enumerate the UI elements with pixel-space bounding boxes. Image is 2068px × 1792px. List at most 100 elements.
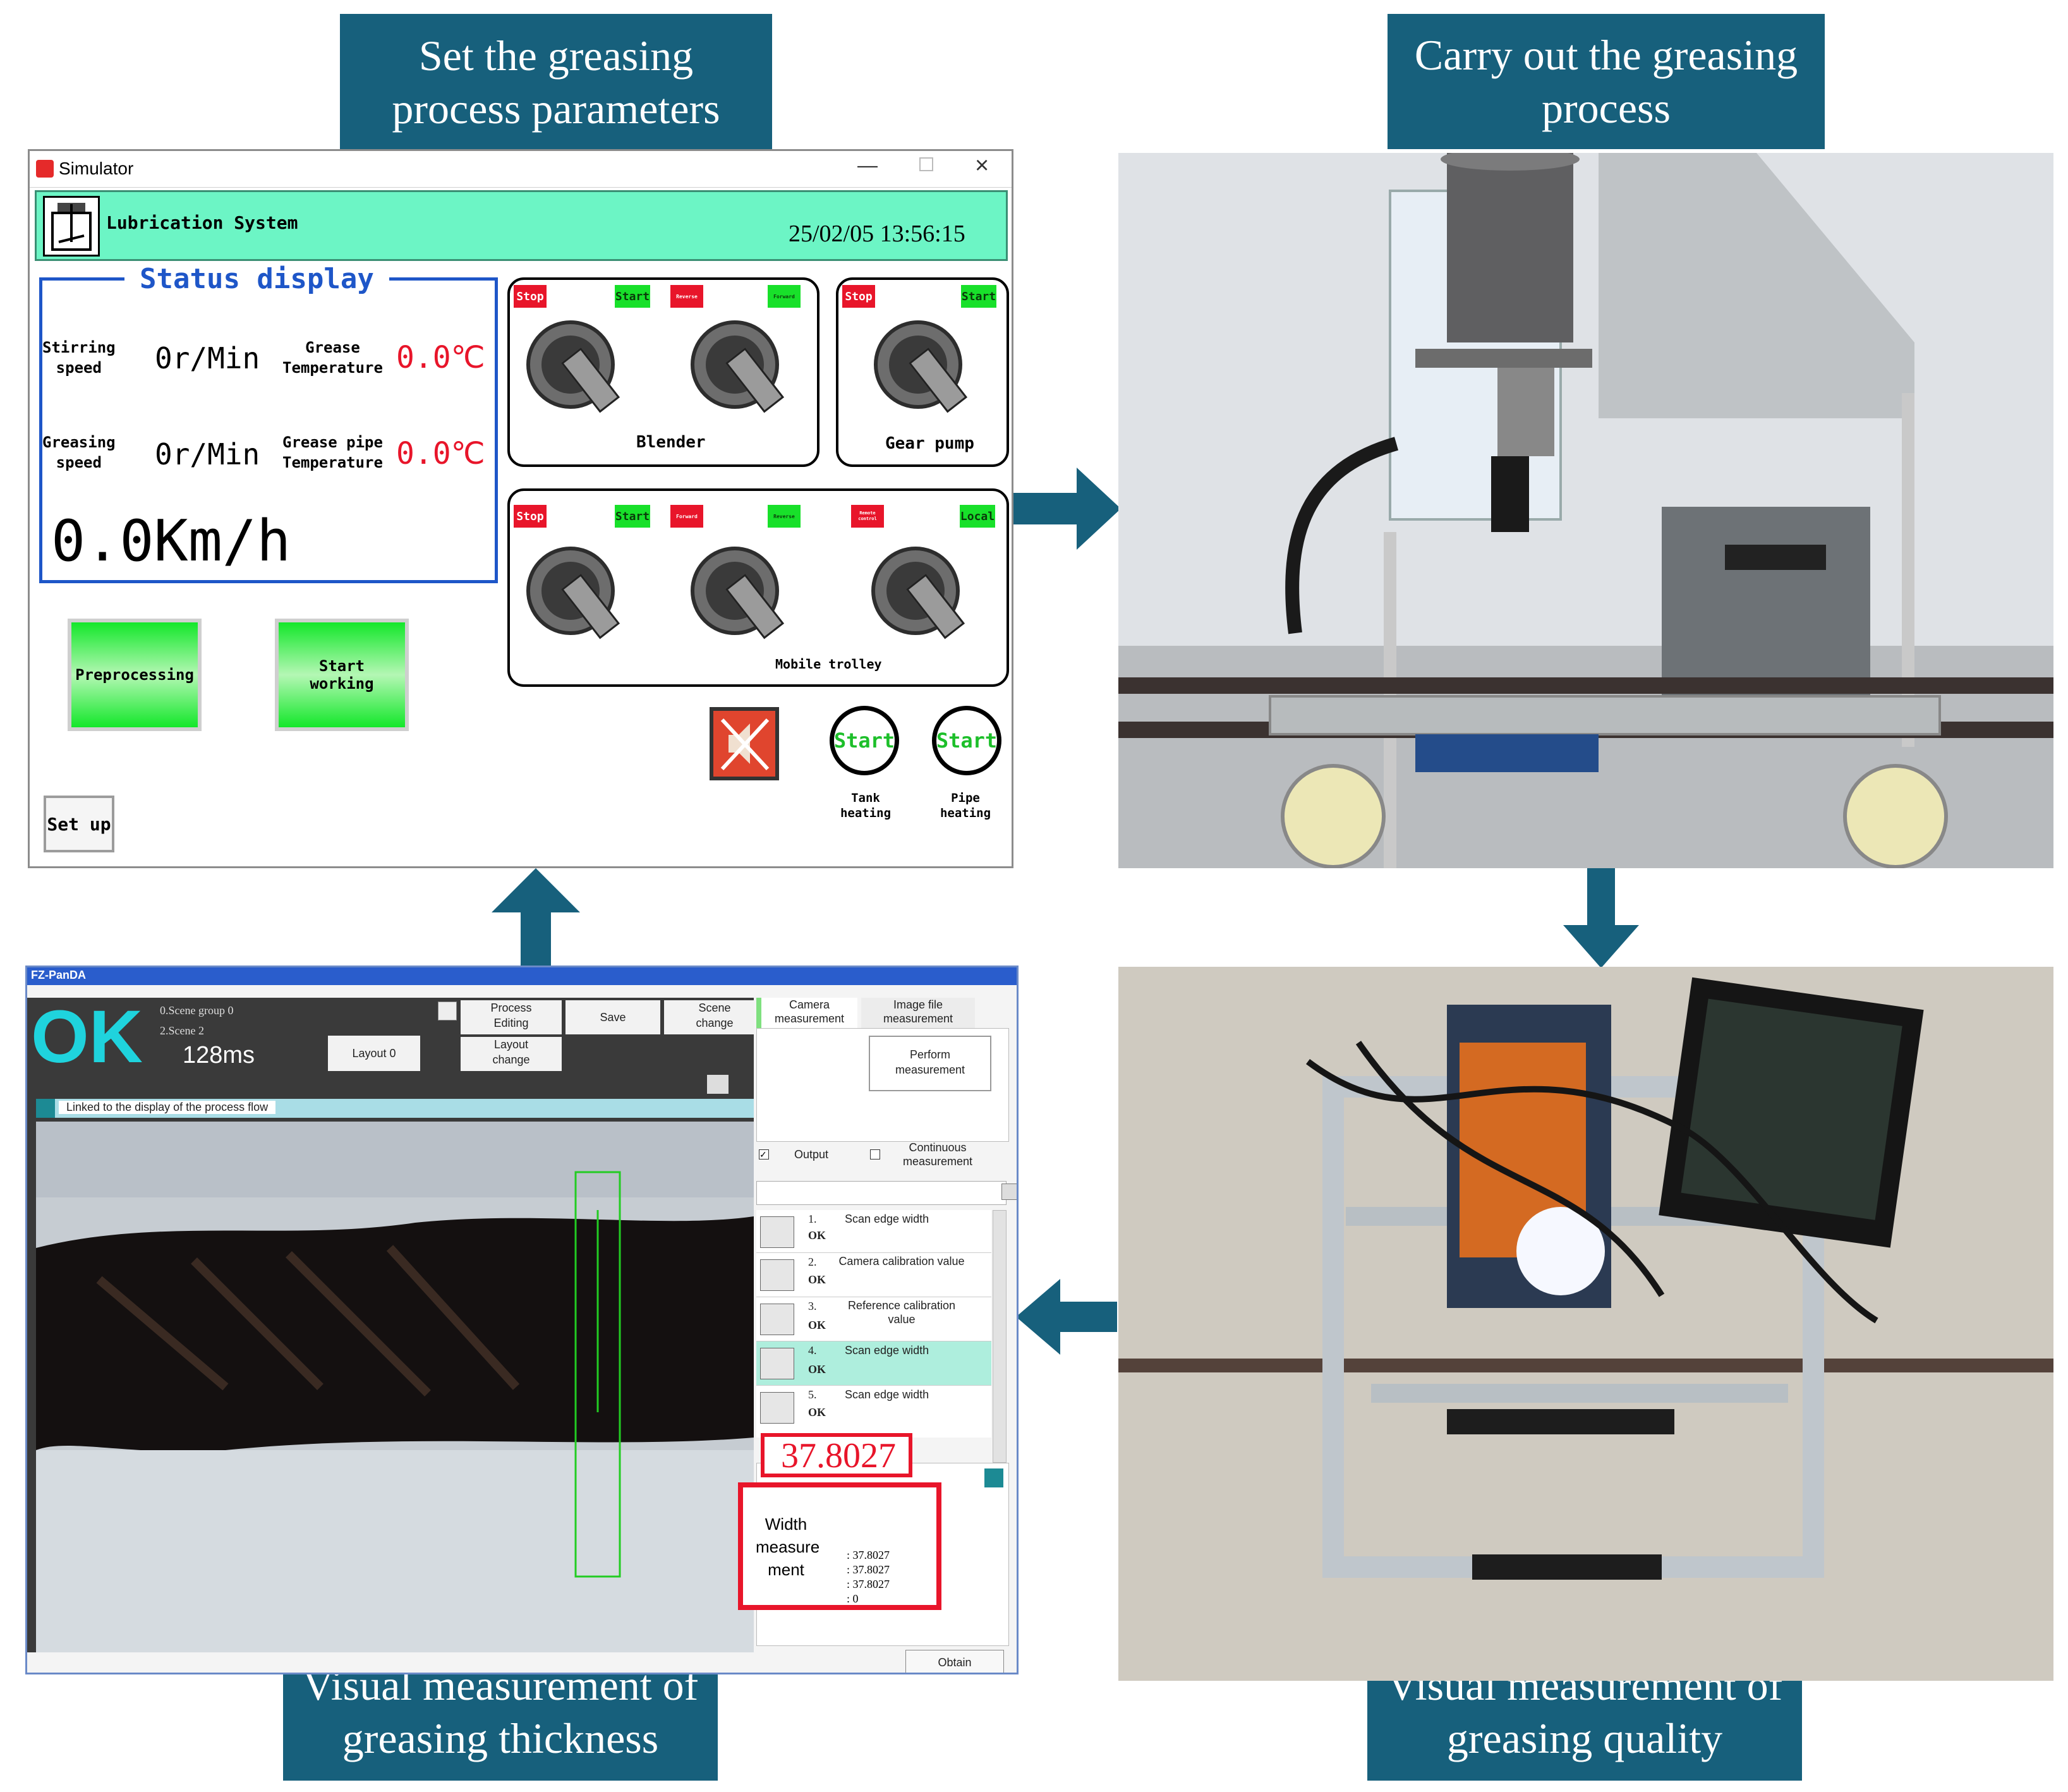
- value-line: : 0: [847, 1592, 859, 1605]
- image-icon[interactable]: [438, 1002, 457, 1020]
- camera-image: [36, 1122, 754, 1652]
- flow-item[interactable]: 5. Scan edge width OK: [756, 1386, 991, 1430]
- grid-icon: [760, 1304, 794, 1335]
- flow-item[interactable]: 2. Camera calibration value OK: [756, 1253, 991, 1297]
- tab-line: Image file: [893, 998, 943, 1011]
- label-line: heating: [940, 806, 991, 820]
- banner-line: process: [1542, 84, 1671, 132]
- trolley-remote-tag[interactable]: Remote control: [851, 505, 884, 528]
- search-field[interactable]: [756, 1181, 1007, 1205]
- flow-num: 1.: [808, 1213, 817, 1225]
- fz-title-bar: FZ-PanDA: [27, 967, 1017, 985]
- pump-start-tag[interactable]: Start: [961, 285, 996, 308]
- flow-status: OK: [808, 1273, 826, 1286]
- button-line: Start: [318, 657, 365, 675]
- flow-scrollbar[interactable]: [993, 1210, 1007, 1463]
- measured-value-box: 37.8027: [761, 1433, 912, 1477]
- trolley-start-tag[interactable]: Start: [615, 505, 650, 528]
- continuous-checkbox[interactable]: [870, 1149, 880, 1159]
- button-line: Process: [490, 1002, 532, 1014]
- value-line: : 37.8027: [847, 1549, 890, 1561]
- blender-forward-tag[interactable]: Forward: [768, 285, 801, 308]
- tab-line: measurement: [883, 1012, 953, 1025]
- trolley-reverse-tag[interactable]: Reverse: [768, 505, 801, 528]
- pipe-heating-start-button[interactable]: Start: [932, 706, 1001, 775]
- label-line: ment: [768, 1560, 804, 1579]
- flow-num: 2.: [808, 1256, 817, 1268]
- close-icon[interactable]: ×: [975, 152, 989, 179]
- tank-heating-start-button[interactable]: Start: [830, 706, 899, 775]
- pump-switch-icon[interactable]: [874, 320, 968, 413]
- status-title: Status display: [124, 263, 389, 295]
- label-line: heating: [840, 806, 892, 820]
- scene-name: 2.Scene 2: [160, 1024, 204, 1037]
- flow-item[interactable]: 4. Scan edge width OK: [756, 1341, 991, 1386]
- greasing-machine-photo: [1118, 153, 2053, 868]
- maximize-icon[interactable]: [919, 157, 933, 171]
- layout0-button[interactable]: Layout 0: [328, 1036, 420, 1071]
- blender-stop-tag[interactable]: Stop: [514, 285, 547, 308]
- width-values: : 37.8027: 37.8027: 37.8027: 0: [847, 1548, 890, 1606]
- blender-start-tag[interactable]: Start: [615, 285, 650, 308]
- trolley-stop-tag[interactable]: Stop: [514, 505, 547, 528]
- gear-pump-label: Gear pump: [885, 434, 974, 453]
- flow-item[interactable]: 1. Scan edge width OK: [756, 1210, 991, 1253]
- blender-reverse-tag[interactable]: Reverse: [670, 285, 703, 308]
- label-line: Pipe: [951, 791, 980, 805]
- obtain-button[interactable]: Obtain: [905, 1650, 1004, 1673]
- banner-line: Carry out the greasing: [1414, 31, 1798, 79]
- trolley-switch-1-icon[interactable]: [526, 547, 620, 639]
- edge-width-icon: [760, 1216, 794, 1248]
- output-label: Output: [794, 1148, 829, 1161]
- button-line: working: [310, 675, 374, 693]
- minimize-icon[interactable]: —: [857, 154, 878, 176]
- flow-marker-icon: [36, 1099, 55, 1118]
- value-line: : 37.8027: [847, 1563, 890, 1576]
- image-area: Linked to the display of the process flo…: [27, 1071, 754, 1652]
- edge-width-icon: [760, 1392, 794, 1424]
- zoom-icon[interactable]: [707, 1075, 729, 1094]
- tab-line: measurement: [774, 1012, 845, 1025]
- fz-window-title: FZ-PanDA: [31, 969, 86, 981]
- mute-alarm-icon[interactable]: [710, 707, 779, 780]
- edge-width-icon: [760, 1348, 794, 1379]
- calendar-icon[interactable]: [1001, 1184, 1017, 1200]
- vision-rig-photo: [1118, 967, 2053, 1681]
- trolley-switch-2-icon[interactable]: [691, 547, 785, 639]
- trolley-local-tag[interactable]: Local: [960, 505, 995, 528]
- trolley-switch-3-icon[interactable]: [871, 547, 965, 639]
- process-time: 128ms: [183, 1042, 255, 1069]
- trolley-forward-tag[interactable]: Forward: [670, 505, 703, 528]
- preprocessing-button[interactable]: Preprocessing: [68, 619, 202, 731]
- blender-switch-1-icon[interactable]: [526, 320, 620, 413]
- label-line: speed: [56, 359, 102, 377]
- banner-line: process parameters: [392, 85, 720, 133]
- blender-switch-2-icon[interactable]: [691, 320, 785, 413]
- flow-status: OK: [808, 1363, 826, 1376]
- output-checkbox[interactable]: ✓: [759, 1149, 769, 1159]
- linked-text: Linked to the display of the process flo…: [59, 1101, 276, 1114]
- calibration-icon: [760, 1259, 794, 1291]
- button-line: Scene: [698, 1002, 731, 1014]
- label-line: Temperature: [282, 359, 383, 377]
- pump-stop-tag[interactable]: Stop: [842, 285, 875, 308]
- pipe-temp-value: 0.0℃: [396, 436, 485, 471]
- banner-line: greasing thickness: [342, 1714, 659, 1762]
- save-button[interactable]: Save: [565, 1000, 660, 1034]
- flow-item[interactable]: 3. Reference calibration value OK: [756, 1297, 991, 1341]
- setup-button[interactable]: Set up: [44, 796, 114, 852]
- tab-line: Camera: [789, 998, 830, 1011]
